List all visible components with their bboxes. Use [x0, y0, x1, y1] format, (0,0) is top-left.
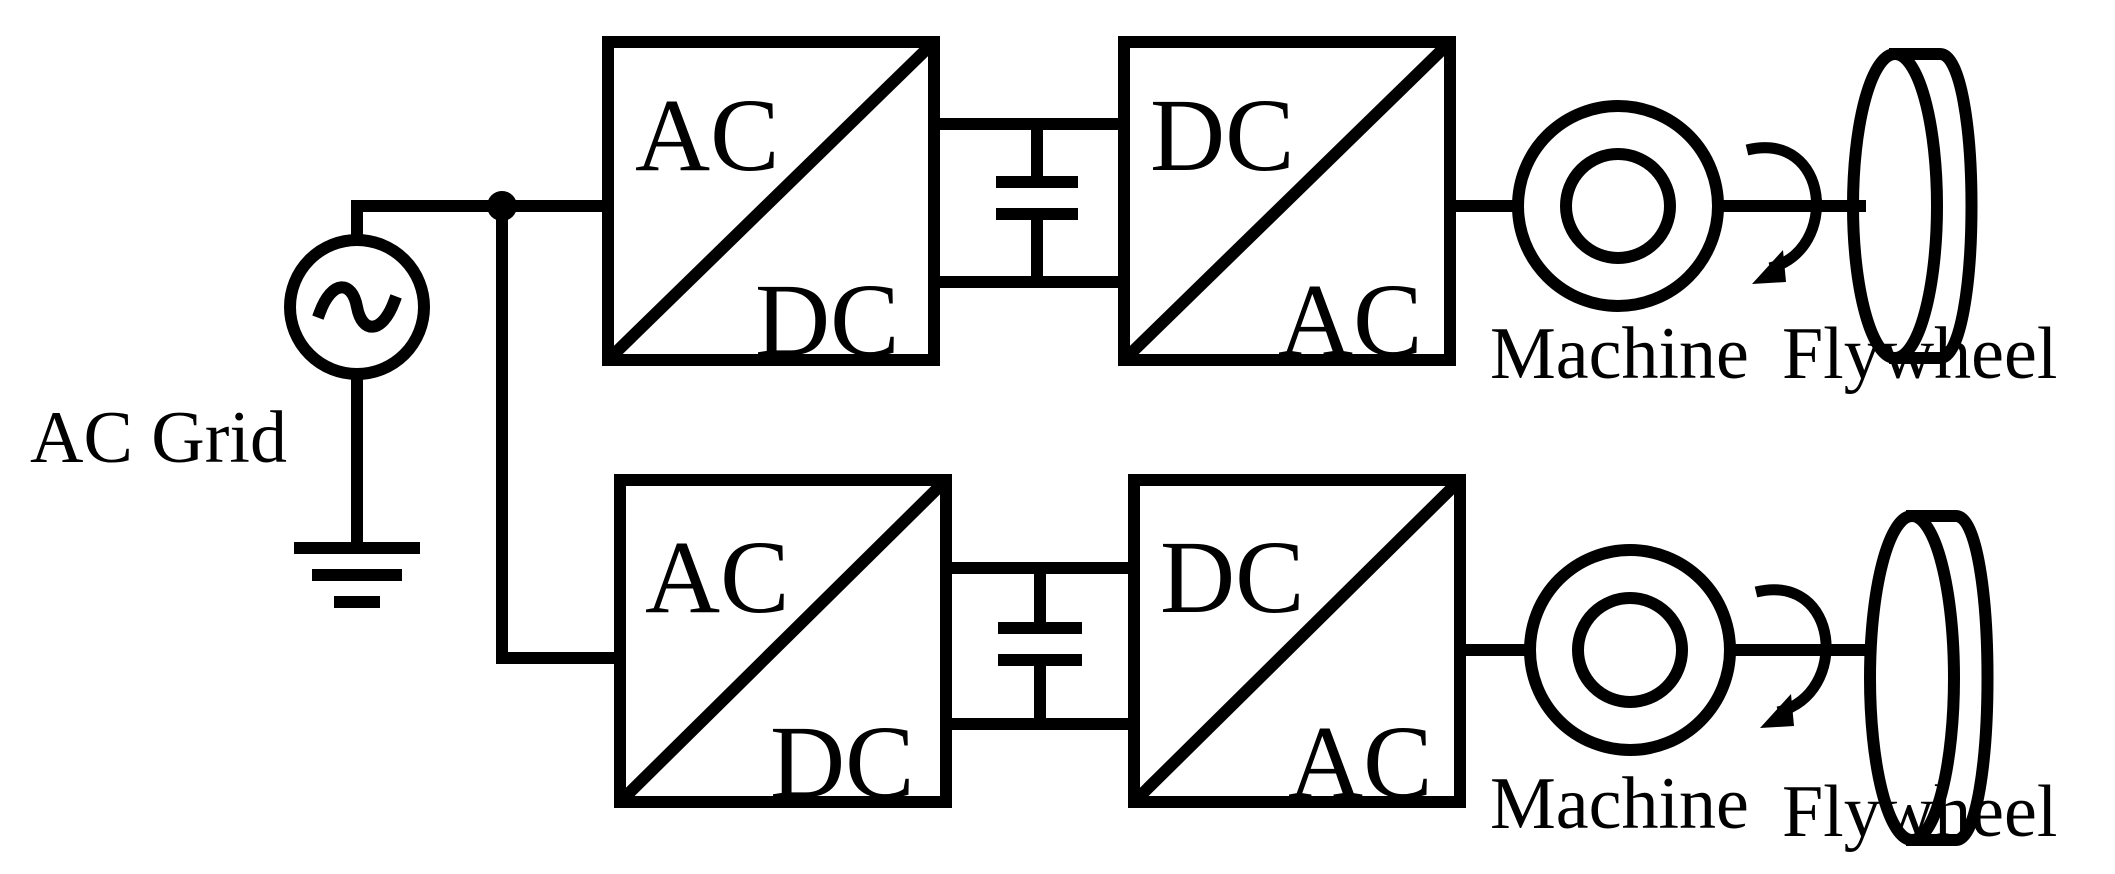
inverter-2-bottom-label: AC	[1288, 705, 1432, 820]
rectifier-2: AC DC	[614, 474, 952, 820]
inverter-2-top-label: DC	[1160, 520, 1304, 635]
branch-2: AC DC DC AC Mach	[614, 474, 2057, 853]
ac-grid-label: AC Grid	[30, 397, 287, 479]
rotation-arrow-icon	[1745, 142, 1822, 284]
inverter-1-bottom-label: AC	[1278, 263, 1422, 378]
machine-1-label: Machine	[1490, 313, 1749, 395]
branch-1: AC DC DC AC Mach	[602, 36, 2057, 395]
machine-icon	[1512, 100, 1724, 312]
flywheel-1-label: Flywheel	[1782, 313, 2057, 395]
rectifier-2-bottom-label: DC	[770, 705, 914, 820]
capacitor-icon	[996, 118, 1078, 288]
machine-icon	[1524, 544, 1736, 756]
ac-source-icon	[284, 234, 430, 380]
ground-icon	[294, 542, 420, 608]
inverter-1-top-label: DC	[1150, 78, 1294, 193]
capacitor-icon	[998, 562, 1082, 730]
flywheel-icon	[1847, 48, 1978, 364]
inverter-2: DC AC	[1128, 474, 1466, 820]
rectifier-2-top-label: AC	[645, 520, 789, 635]
rectifier-1: AC DC	[602, 36, 940, 378]
machine-2-label: Machine	[1490, 763, 1749, 845]
rotation-arrow-icon	[1754, 584, 1832, 728]
inverter-1: DC AC	[1118, 36, 1456, 378]
rectifier-1-bottom-label: DC	[755, 263, 899, 378]
flywheel-2-label: Flywheel	[1782, 771, 2057, 853]
rectifier-1-top-label: AC	[635, 78, 779, 193]
flywheel-icon	[1864, 510, 1994, 846]
